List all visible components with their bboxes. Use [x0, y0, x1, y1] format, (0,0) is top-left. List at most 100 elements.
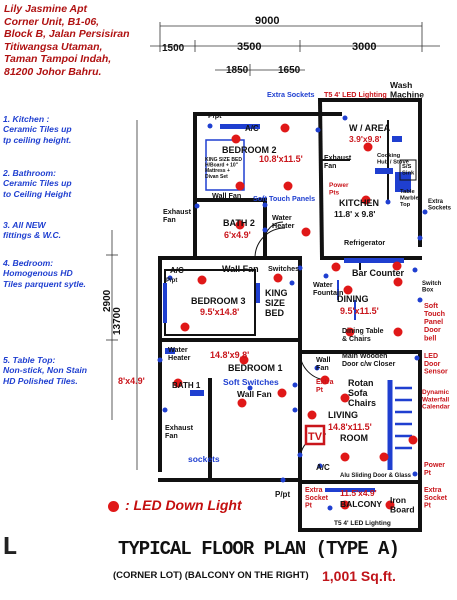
address-line: 81200 Johor Bahru. — [4, 65, 102, 78]
address-line: Taman Tampoi Indah, — [4, 53, 112, 66]
socket-dots — [157, 115, 428, 511]
bedroom2-name: BEDROOM 2 — [222, 145, 277, 155]
dim-3500: 3500 — [237, 41, 261, 53]
led-dot — [173, 378, 183, 388]
thin-walls — [164, 120, 412, 470]
ss-sink-box — [399, 159, 417, 181]
fixture-labels: Extra Sockets T5 4' LED Lighting P/pt A/… — [166, 90, 412, 527]
dim-2900: 2900 — [102, 289, 113, 312]
led-dot — [320, 375, 330, 385]
walls — [158, 97, 422, 532]
bed-2 — [205, 139, 245, 191]
dim-13700: 13700 — [112, 307, 123, 335]
led-dot — [180, 322, 190, 332]
led-dot — [239, 355, 249, 365]
address-line: Corner Unit, B1-06, — [4, 15, 100, 28]
note-bathroom: 2. Bathroom: Ceramic Tiles up to Ceiling… — [3, 168, 72, 199]
led-dot — [235, 220, 245, 230]
bedroom1-size: 14.8'x9.8' — [210, 350, 249, 360]
ac-2: A/C — [170, 266, 184, 275]
room-labels: BEDROOM 2 10.8'x11.5' BATH 2 6'x4.9' W /… — [118, 123, 391, 509]
address-line: Block B, Jalan Persisiran — [4, 28, 130, 41]
sockets: sockets — [188, 454, 220, 464]
dim-3000: 3000 — [352, 41, 376, 53]
ac-1: A/C — [245, 124, 259, 133]
kitchen-name: KITCHEN — [339, 198, 379, 208]
led-dot — [231, 134, 241, 144]
bar-counter: Bar Counter — [352, 268, 405, 278]
led-down-lights — [173, 123, 418, 510]
address-line: Titiwangsa Utaman, — [4, 40, 103, 53]
bedroom3-size: 9.5'x14.8' — [200, 307, 239, 317]
dining-table-chairs: Dining Table& Chairs — [342, 328, 384, 343]
soft-touch: Soft Touch Panels — [253, 194, 315, 203]
legend: : LED Down Light — [108, 497, 242, 513]
led-dot — [393, 277, 403, 287]
bedroom1-name: BEDROOM 1 — [228, 363, 283, 373]
soft-switches: Soft Switches — [223, 377, 279, 387]
led-dot — [237, 398, 247, 408]
balcony-size: 11.5'x4.9' — [340, 488, 377, 498]
dim-9000: 9000 — [255, 15, 279, 27]
extra-sockets-top: Extra Sockets — [267, 90, 315, 99]
kitchen-size: 11.8' x 9.8' — [334, 209, 375, 219]
wall-fan-b3: Wall Fan — [222, 264, 259, 274]
led-dot — [343, 285, 353, 295]
pp-3: P/pt — [275, 490, 290, 499]
refrigerator: Refrigerator — [344, 238, 385, 247]
led-dot — [340, 452, 350, 462]
note-kitchen: 1. Kitchen : Ceramic Tiles up tp ceiling… — [3, 114, 72, 145]
plan-subtitle: (CORNER LOT) (BALCONY ON THE RIGHT) — [113, 570, 309, 581]
pp-2: P/pt — [166, 278, 177, 284]
led-dot — [345, 327, 355, 337]
ac-3: A/C — [316, 463, 330, 472]
led-dot — [340, 500, 350, 510]
dim-1650: 1650 — [278, 65, 301, 76]
living-size: 14.8'x11.5' — [328, 422, 372, 432]
note-tabletop: 5. Table Top: Non-stick, Non Stain HD Po… — [3, 355, 88, 386]
bedroom3-name: BEDROOM 3 — [191, 296, 246, 306]
legend-label: : LED Down Light — [125, 497, 242, 513]
plan-title: TYPICAL FLOOR PLAN (TYPE A) — [118, 538, 400, 560]
led-dot — [235, 181, 245, 191]
dining-name: DINING — [337, 294, 369, 304]
plan-area: 1,001 Sq.ft. — [322, 568, 396, 584]
led-dot — [331, 262, 341, 272]
led-dot — [340, 393, 350, 403]
bath1-name: BATH 1 — [172, 381, 201, 390]
switches-b3: Switches — [268, 264, 299, 273]
led-dot — [385, 500, 395, 510]
dim-1500: 1500 — [162, 43, 185, 54]
sliding-door: Alu Sliding Door & Glass — [340, 473, 412, 479]
living-name: LIVING — [328, 410, 358, 420]
led-legend-icon — [108, 500, 119, 512]
warea-name: W / AREA — [349, 123, 391, 133]
led-dot — [379, 452, 389, 462]
led-dot — [283, 181, 293, 191]
bedroom2-size: 10.8'x11.5' — [259, 154, 303, 164]
led-dot — [361, 195, 371, 205]
led-dot — [392, 261, 402, 271]
t5-bottom-label: T5 4' LED Lighting — [334, 520, 391, 527]
living-room-word: ROOM — [340, 433, 368, 443]
tv-label: TV — [308, 431, 323, 443]
